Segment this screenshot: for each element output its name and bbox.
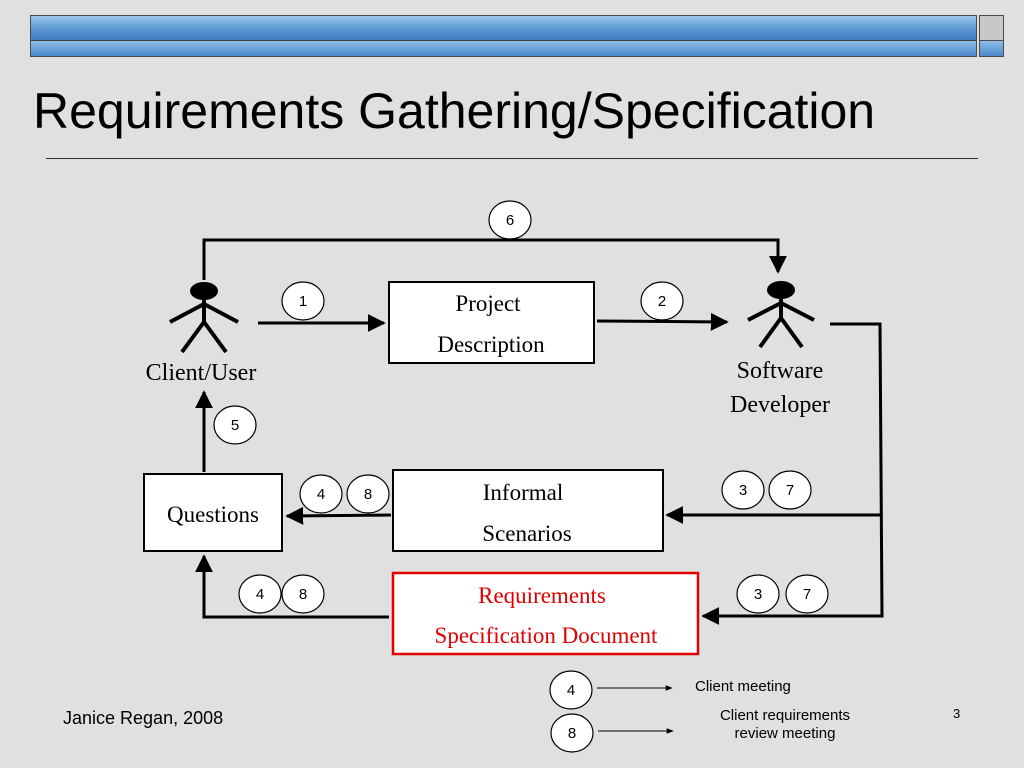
legend-badge-8-text: 8 xyxy=(568,725,576,742)
informal-left-badge-4 xyxy=(299,474,343,514)
req-left-badge-4-text: 4 xyxy=(256,586,264,603)
informal-scenarios-line1: Informal xyxy=(483,480,563,505)
step-badge-6 xyxy=(488,200,532,240)
developer-label-line1: Software xyxy=(737,358,824,384)
requirements-spec-line2: Specification Document xyxy=(435,623,659,648)
step-badge-5 xyxy=(213,405,257,445)
informal-right-badge-3 xyxy=(721,470,765,510)
slide-title: Requirements Gathering/Specification xyxy=(33,83,876,139)
requirements-spec-line1: Requirements xyxy=(478,583,606,608)
informal-left-badge-4-text: 4 xyxy=(317,486,325,503)
step-badge-1-text: 1 xyxy=(299,293,307,310)
req-right-badge-7 xyxy=(785,574,829,614)
header-bar xyxy=(30,15,977,57)
client-head-icon xyxy=(190,282,218,300)
project-description-box xyxy=(388,281,595,364)
informal-scenarios-box xyxy=(392,469,664,552)
step-badge-2 xyxy=(640,281,684,321)
title-underline xyxy=(46,158,978,159)
developer-head-icon xyxy=(767,281,795,299)
informal-left-badge-8-text: 8 xyxy=(364,486,372,503)
req-right-badge-3-text: 3 xyxy=(754,586,762,603)
client-user-actor xyxy=(169,282,239,354)
legend-text-8-line2: review meeting xyxy=(735,725,836,742)
req-left-badge-4 xyxy=(238,574,282,614)
legend-text-8-line1: Client requirements xyxy=(720,707,850,724)
step-badge-6-text: 6 xyxy=(506,212,514,229)
project-description-line2: Description xyxy=(437,332,545,357)
step-badge-1 xyxy=(281,281,325,321)
software-developer-actor xyxy=(747,281,815,349)
arrow-informal-to-questions xyxy=(285,506,392,525)
header-bar-top-band xyxy=(31,16,976,41)
req-left-badge-8 xyxy=(281,574,325,614)
project-description-line1: Project xyxy=(455,291,521,316)
requirements-spec-box xyxy=(391,571,700,656)
informal-right-badge-7-text: 7 xyxy=(786,482,794,499)
page-number: 3 xyxy=(953,706,961,721)
informal-right-badge-3-text: 3 xyxy=(739,482,747,499)
req-right-badge-3 xyxy=(736,574,780,614)
legend-badge-4 xyxy=(549,670,593,710)
step-badge-5-text: 5 xyxy=(231,417,239,434)
questions-label: Questions xyxy=(167,502,259,527)
arrow-project-to-developer xyxy=(596,312,729,331)
header-bar-bottom-band xyxy=(31,41,976,56)
informal-left-badge-8 xyxy=(346,474,390,514)
developer-label-line2: Developer xyxy=(730,392,830,418)
arrow-client-to-developer xyxy=(202,238,787,280)
footer-author: Janice Regan, 2008 xyxy=(63,708,224,728)
informal-scenarios-line2: Scenarios xyxy=(482,521,571,546)
legend-badge-8 xyxy=(550,713,594,753)
step-badge-2-text: 2 xyxy=(658,293,666,310)
header-corner-box xyxy=(979,15,1004,57)
legend-badge-4-text: 4 xyxy=(567,682,575,699)
informal-right-badge-7 xyxy=(768,470,812,510)
step-badges xyxy=(213,200,829,753)
req-left-badge-8-text: 8 xyxy=(299,586,307,603)
arrow-developer-to-requirements xyxy=(701,322,884,625)
legend-text-4: Client meeting xyxy=(695,678,791,695)
arrow-requirements-to-questions xyxy=(195,554,389,619)
req-right-badge-7-text: 7 xyxy=(803,586,811,603)
questions-box xyxy=(143,473,283,552)
client-user-label: Client/User xyxy=(146,360,257,386)
